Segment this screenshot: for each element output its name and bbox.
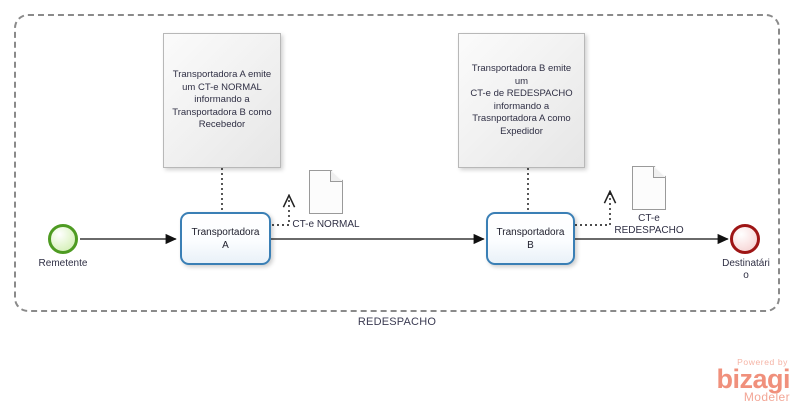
pool-label: REDESPACHO <box>357 316 437 328</box>
start-event-label: Remetente <box>38 258 88 269</box>
task-transportadora-a[interactable]: Transportadora A <box>180 212 271 265</box>
task-a-label: Transportadora A <box>191 226 260 251</box>
data-object-ct-e-redespacho[interactable] <box>632 166 666 210</box>
bizagi-watermark: Powered by bizagi Modeler <box>716 357 790 404</box>
data-object-ct-e-normal-label: CT-e NORMAL <box>292 219 360 230</box>
end-event-destinatario[interactable] <box>730 224 760 254</box>
end-event-label: Destinatári o <box>722 258 770 281</box>
annotation-box-b[interactable]: Transportadora B emite um CT-e de REDESP… <box>458 33 585 168</box>
start-event-remetente[interactable] <box>48 224 78 254</box>
document-icon <box>632 166 666 210</box>
task-transportadora-b[interactable]: Transportadora B <box>486 212 575 265</box>
bizagi-product-label: Modeler <box>743 390 790 404</box>
data-object-ct-e-redespacho-label: CT-e REDESPACHO <box>614 213 684 236</box>
powered-by-label: Powered by <box>737 357 788 367</box>
data-object-ct-e-normal[interactable] <box>309 170 343 214</box>
bizagi-logo-text: bizagi <box>716 364 790 394</box>
task-b-label: Transportadora B <box>496 226 565 251</box>
annotation-box-a[interactable]: Transportadora A emite um CT-e NORMAL in… <box>163 33 281 168</box>
annotation-b-text: Transportadora B emite um CT-e de REDESP… <box>470 63 573 137</box>
document-icon <box>309 170 343 214</box>
annotation-a-text: Transportadora A emite um CT-e NORMAL in… <box>172 69 272 131</box>
pool-redespacho[interactable] <box>14 14 780 312</box>
